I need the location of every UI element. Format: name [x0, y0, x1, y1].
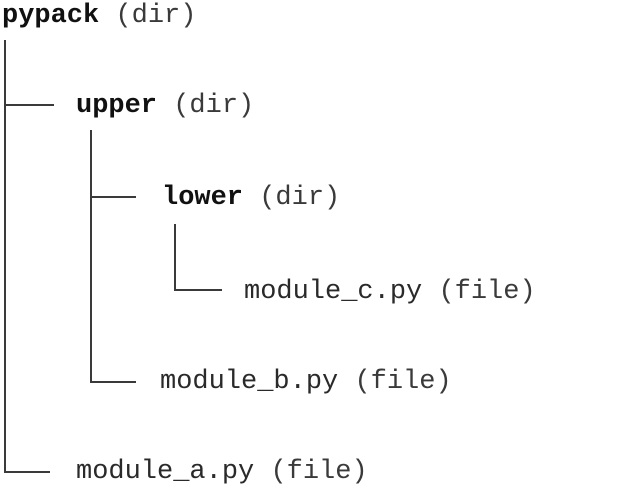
upper-vertical-connector	[90, 130, 92, 382]
module-a-branch-connector	[4, 471, 50, 473]
node-kind: (dir)	[115, 1, 197, 31]
node-kind: (file)	[354, 367, 452, 397]
node-kind: (file)	[270, 457, 368, 487]
module-b-branch-connector	[90, 381, 136, 383]
node-kind: (dir)	[173, 91, 255, 121]
node-name: upper	[76, 91, 158, 121]
module-c-branch-connector	[174, 289, 222, 291]
node-name: lower	[162, 183, 244, 213]
tree-node-module-b: module_b.py (file)	[160, 366, 452, 398]
root-vertical-connector	[4, 40, 6, 472]
tree-node-lower: lower (dir)	[162, 182, 340, 214]
tree-node-pypack: pypack (dir)	[2, 0, 196, 32]
lower-vertical-connector	[174, 224, 176, 290]
node-name: module_b.py	[160, 367, 339, 397]
node-name: module_c.py	[244, 277, 423, 307]
node-name: pypack	[2, 1, 100, 31]
tree-node-upper: upper (dir)	[76, 90, 254, 122]
node-kind: (dir)	[259, 183, 341, 213]
node-kind: (file)	[438, 277, 536, 307]
tree-node-module-a: module_a.py (file)	[76, 456, 368, 488]
tree-node-module-c: module_c.py (file)	[244, 276, 536, 308]
lower-branch-connector	[90, 196, 136, 198]
node-name: module_a.py	[76, 457, 255, 487]
upper-branch-connector	[4, 104, 54, 106]
